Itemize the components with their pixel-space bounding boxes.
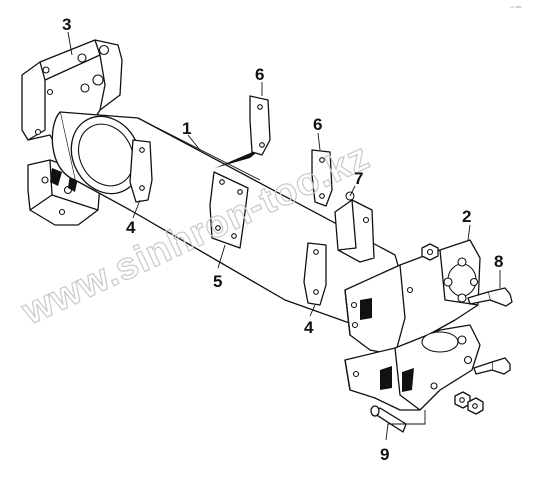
corner-mark: ⁿᵒ ˢᵃˡᵉ xyxy=(510,5,521,11)
lower-right-bracket xyxy=(344,324,481,411)
brace-part-7 xyxy=(334,191,375,263)
callout-8: 8 xyxy=(494,252,503,271)
bolt-part-8-lower xyxy=(473,357,511,375)
right-bracket-part-2 xyxy=(344,239,481,356)
callout-4-right: 4 xyxy=(304,318,314,337)
callout-4-left: 4 xyxy=(126,218,136,237)
callout-1: 1 xyxy=(182,119,191,138)
strap-part-5 xyxy=(209,171,249,249)
callout-2: 2 xyxy=(462,207,471,226)
bolt-part-8-upper xyxy=(467,287,513,307)
nut-top xyxy=(421,243,439,261)
leader-lines xyxy=(67,31,501,441)
callout-9: 9 xyxy=(380,445,389,464)
strap-part-4-left xyxy=(129,139,153,203)
callout-6-left: 6 xyxy=(255,65,264,84)
callout-6-right: 6 xyxy=(313,115,322,134)
clip-part-6-right xyxy=(311,149,333,207)
callout-5: 5 xyxy=(213,272,222,291)
callout-7: 7 xyxy=(354,169,363,188)
callout-3: 3 xyxy=(62,15,71,34)
clip-part-6-left xyxy=(249,95,271,156)
strap-part-4-right xyxy=(303,242,327,306)
nut-pair-lower xyxy=(454,391,484,415)
